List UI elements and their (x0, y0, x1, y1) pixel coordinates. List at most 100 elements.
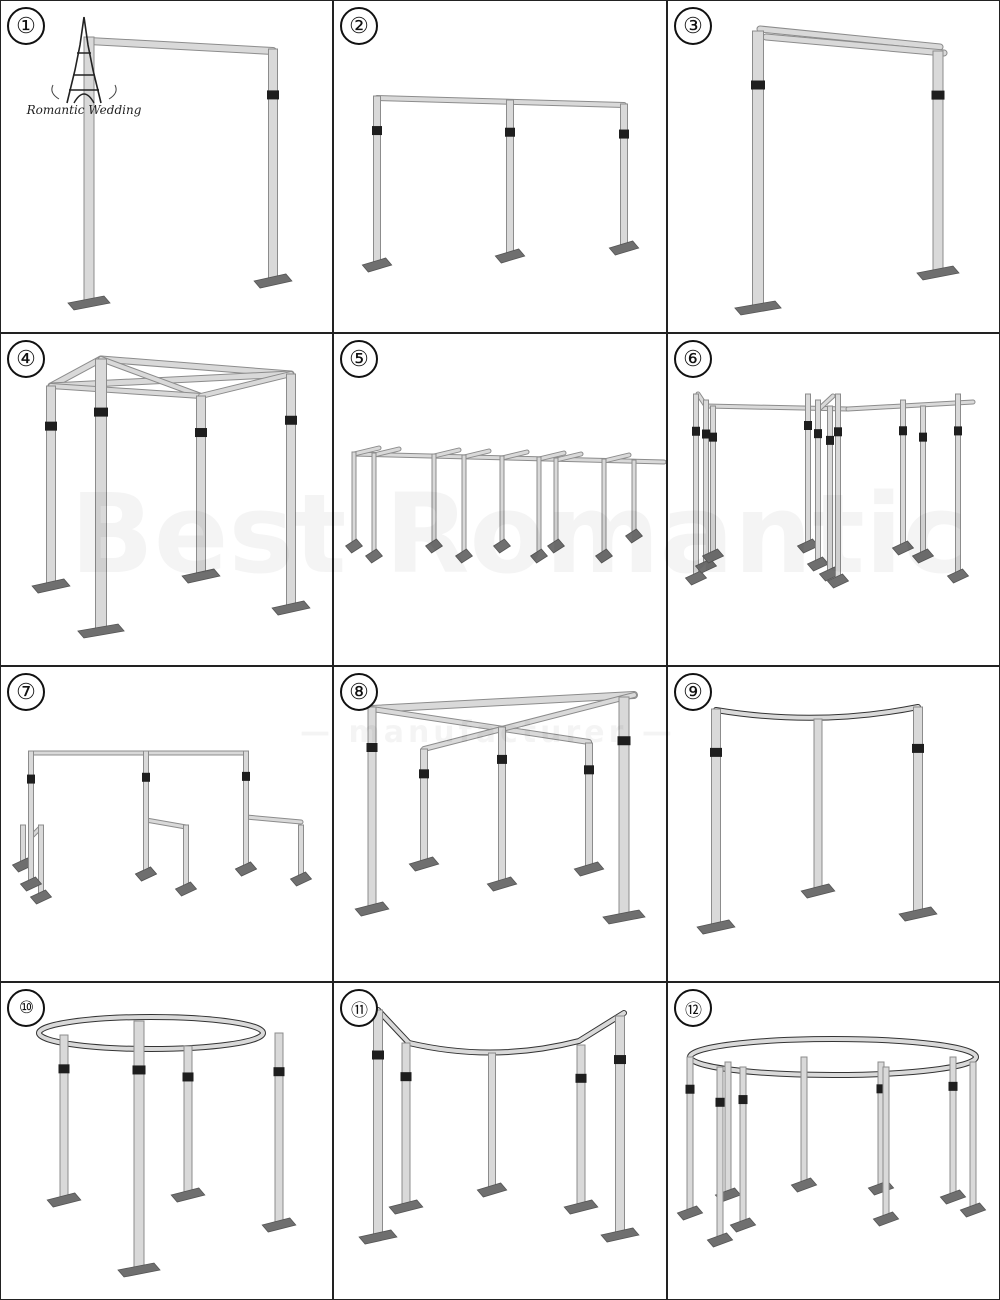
upright-post (243, 750, 249, 868)
base-plate (946, 568, 970, 584)
base-plate (117, 1262, 161, 1278)
clamp (899, 426, 907, 436)
crossbar-fill (422, 693, 636, 751)
base-plate (170, 1187, 206, 1203)
panel-3: ③ (667, 0, 1000, 333)
upright-post (46, 385, 56, 585)
panel-number-8: ⑧ (340, 673, 378, 711)
panel-number-2: ② (340, 7, 378, 45)
clamp (505, 127, 515, 137)
clamp (182, 1072, 194, 1082)
base-plate (898, 906, 938, 922)
clamp (751, 80, 765, 90)
upright-post (373, 1009, 383, 1236)
base-plate (234, 861, 258, 877)
upright-post (932, 50, 944, 272)
base-plate (701, 548, 725, 564)
upright-post (711, 708, 721, 926)
base-plate (600, 1227, 640, 1243)
crossbar-fill (48, 356, 104, 389)
upright-post (59, 1034, 69, 1199)
clamp (834, 427, 842, 437)
frame-drawing-curved-backdrop-five-posts (358, 1007, 640, 1245)
panel-7: ⑦ (0, 666, 333, 982)
frame-drawing-double-span-backdrop (361, 95, 640, 273)
clamp (400, 1072, 412, 1082)
frame-group (31, 355, 311, 639)
upright-post (716, 1066, 724, 1239)
upright-post (351, 451, 357, 545)
clamp (919, 432, 927, 442)
brand-logo: Romantic Wedding (19, 15, 149, 125)
panel-number-7: ⑦ (7, 673, 45, 711)
base-plate (476, 1182, 508, 1198)
upright-post (536, 456, 542, 555)
panel-number-9: ⑨ (674, 673, 712, 711)
clamp (614, 1055, 626, 1065)
clamp (584, 765, 594, 775)
crossbar-fill (86, 38, 276, 54)
crossbar-fill (48, 371, 294, 389)
base-plate (494, 248, 526, 264)
base-plate (872, 1211, 900, 1227)
clamp (575, 1073, 587, 1083)
upright-post (183, 1045, 193, 1194)
clamp (702, 429, 710, 439)
frame-drawing-round-canopy-eight-posts (676, 1036, 987, 1248)
upright-post (710, 405, 716, 555)
upright-post (585, 742, 593, 868)
upright-post (95, 358, 107, 630)
upright-post (703, 399, 709, 565)
panel-number-11: ⑪ (340, 989, 378, 1027)
upright-post (813, 718, 823, 890)
upright-post (133, 1020, 145, 1269)
frame-drawing-single-arch-backdrop (67, 36, 293, 311)
base-plate (388, 1199, 424, 1215)
round-rail-fill (37, 1015, 265, 1051)
crossbar-fill (372, 447, 401, 457)
crossbar-fill (99, 357, 203, 398)
base-plate (529, 548, 549, 564)
panel-6: ⑥ (667, 333, 1000, 666)
crossbar-fill (554, 452, 583, 462)
clamp (715, 1097, 725, 1107)
panel-5: ⑤ (333, 333, 667, 666)
clamp (497, 754, 507, 764)
base-plate (289, 871, 313, 887)
upright-post (620, 103, 628, 247)
upright-post (693, 393, 699, 577)
frame-group (361, 95, 640, 273)
clamp (826, 435, 834, 445)
upright-post (955, 393, 961, 575)
clamp (709, 432, 717, 442)
upright-post (431, 453, 437, 545)
base-plate (916, 265, 960, 281)
upright-post (461, 454, 467, 555)
upright-post (499, 455, 505, 545)
base-plate (959, 1202, 987, 1218)
upright-post (274, 1032, 284, 1224)
base-plate (867, 1180, 895, 1196)
crossbar-fill (352, 446, 381, 456)
clamp (366, 743, 378, 752)
frame-group (684, 391, 976, 589)
clamp (814, 429, 822, 439)
upright-post (488, 1052, 496, 1189)
crossbar-fill (763, 34, 947, 56)
base-plate (608, 240, 640, 256)
panel-8: ⑧ (333, 666, 667, 982)
clamp (267, 90, 279, 100)
base-plate (67, 295, 111, 311)
base-plate (29, 889, 53, 905)
upright-post (298, 824, 304, 878)
curved-rail-fill (714, 705, 920, 720)
clamp (617, 736, 631, 746)
base-plate (806, 556, 830, 572)
crossbar-fill (244, 815, 303, 824)
base-plate (174, 881, 198, 897)
crossbar-fill (704, 404, 850, 411)
frame-drawing-triple-span-with-side-wings (11, 750, 313, 905)
upright-post (498, 726, 506, 883)
clamp (876, 1084, 886, 1094)
